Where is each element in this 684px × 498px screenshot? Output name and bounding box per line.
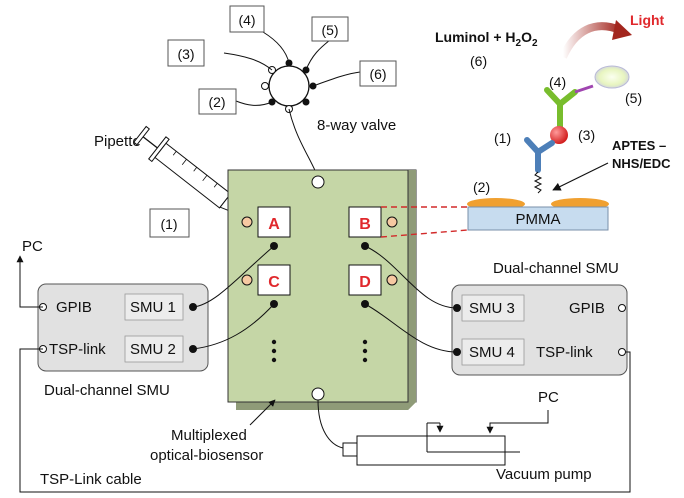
- sample-index-label: (1): [160, 216, 177, 232]
- chem-index-2: (2): [473, 179, 490, 195]
- smu-2-label: SMU 2: [130, 341, 176, 358]
- sensor-caption-line1: Multiplexed: [171, 427, 247, 444]
- smu-right-caption: Dual-channel SMU: [493, 260, 619, 277]
- valve-port-4-label: (4): [238, 12, 255, 28]
- well-A-label: A: [268, 216, 280, 233]
- chem-index-4: (4): [549, 74, 566, 90]
- smu-right-tsp-label: TSP-link: [536, 344, 593, 361]
- valve-port-6[interactable]: (6): [359, 60, 397, 87]
- valve-port-3[interactable]: (3): [167, 39, 205, 67]
- chip-outlet[interactable]: [311, 387, 325, 401]
- sensor-caption-arrow: [249, 399, 276, 426]
- smu-left-gpib-label: GPIB: [56, 299, 92, 316]
- pc-left-arrow: [16, 255, 43, 308]
- smu-left[interactable]: GPIB TSP-link SMU 1 SMU 2: [37, 283, 209, 372]
- outlet-tube: [317, 399, 344, 449]
- valve-port-5-label: (5): [321, 22, 338, 38]
- valve-label: 8-way valve: [317, 117, 396, 134]
- antigen-icon: [550, 126, 568, 144]
- aptes-arrow: [552, 162, 609, 191]
- more-wells-ellipsis: [271, 339, 368, 363]
- multiplexed-biosensor-chip[interactable]: [227, 169, 417, 410]
- smu-left-caption: Dual-channel SMU: [44, 382, 170, 399]
- electrode-wires: [192, 245, 458, 353]
- valve-port-6-label: (6): [369, 66, 386, 82]
- light-emission-arrow: [559, 22, 622, 59]
- sensor-caption-line2: optical-biosensor: [150, 447, 263, 464]
- eight-way-valve[interactable]: [261, 59, 317, 113]
- chip-side-edge: [408, 170, 416, 410]
- light-label: Light: [630, 12, 665, 28]
- pc-left-label: PC: [22, 238, 43, 255]
- vacuum-pump-label: Vacuum pump: [496, 466, 592, 483]
- vacuum-pump[interactable]: [342, 422, 520, 466]
- chem-index-1: (1): [494, 130, 511, 146]
- valve-port-5[interactable]: (5): [311, 16, 349, 42]
- smu-left-tsp-label: TSP-link: [49, 341, 106, 358]
- tsp-link-cable-line: [19, 348, 631, 493]
- valve-port-2-label: (2): [208, 94, 225, 110]
- smu-1-label: SMU 1: [130, 299, 176, 316]
- pump-control-lines: [436, 410, 549, 434]
- well-D-label: D: [359, 274, 371, 291]
- smu-right[interactable]: SMU 3 SMU 4 GPIB TSP-link: [451, 284, 628, 376]
- pc-right-label: PC: [538, 389, 559, 406]
- well-D[interactable]: D: [348, 264, 398, 308]
- well-C-label: C: [268, 274, 280, 291]
- tsp-link-cable-label: TSP-Link cable: [40, 471, 142, 488]
- well-B[interactable]: B: [348, 206, 398, 250]
- light-arrow-head: [612, 20, 632, 40]
- smu-4-label: SMU 4: [469, 344, 515, 361]
- linker-icon: [533, 171, 543, 194]
- valve-port-3-label: (3): [177, 46, 194, 62]
- valve-port-2[interactable]: (2): [198, 88, 237, 115]
- chem-index-3: (3): [578, 127, 595, 143]
- pmma-substrate: PMMA: [467, 206, 609, 231]
- smu-right-gpib-label: GPIB: [569, 300, 605, 317]
- well-B-label: B: [359, 216, 371, 233]
- zoom-dashed-lines: [380, 206, 469, 238]
- pmma-label: PMMA: [516, 211, 561, 228]
- aptes-label: APTES –: [612, 138, 666, 153]
- luminol-index: (6): [470, 53, 487, 69]
- smu-right-gpib-port[interactable]: [618, 304, 626, 312]
- luminol-label: Luminol + H2O2: [435, 29, 538, 49]
- smu-right-tsp-port[interactable]: [618, 348, 626, 356]
- nhs-edc-label: NHS/EDC: [612, 156, 671, 171]
- secondary-antibody-icon: [544, 84, 594, 130]
- chip-inlet[interactable]: [311, 175, 325, 189]
- smu-3-label: SMU 3: [469, 300, 515, 317]
- pipette-label: Pipette: [94, 133, 141, 150]
- valve-port-4[interactable]: (4): [229, 5, 265, 33]
- well-C[interactable]: C: [241, 264, 291, 308]
- sample-index-box: (1): [149, 208, 190, 238]
- enzyme-label-icon: [594, 65, 630, 89]
- chip-bottom-edge: [236, 402, 416, 410]
- chem-index-5: (5): [625, 90, 642, 106]
- capture-antibody-icon: [524, 137, 555, 173]
